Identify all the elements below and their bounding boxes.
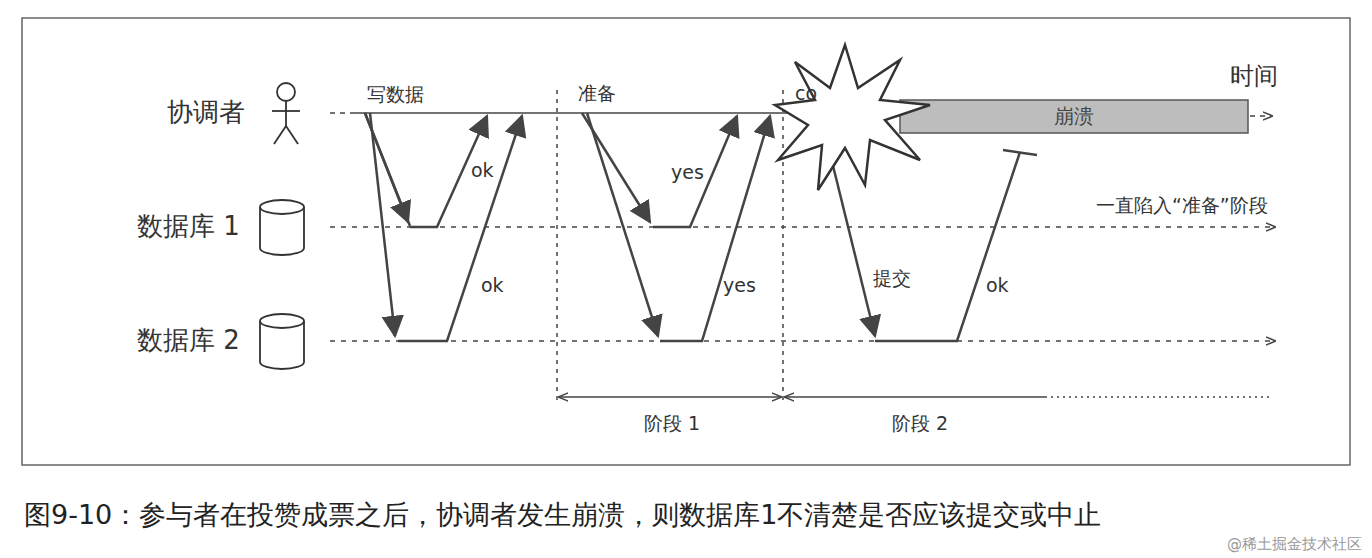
phase-label: 阶段 2 — [892, 413, 948, 434]
actor-label: 协调者 — [167, 98, 245, 128]
message-label: ok — [986, 275, 1009, 296]
message-label: yes — [723, 275, 756, 296]
database-icons — [260, 200, 304, 369]
caption: 图9-10：参与者在投赞成票之后，协调者发生崩溃，则数据库1不清楚是否应该提交或… — [24, 500, 1101, 530]
phase-brackets — [559, 396, 1270, 398]
watermark: @稀土掘金技术社区 — [1227, 536, 1362, 553]
phase-label: 阶段 1 — [644, 413, 700, 434]
node-text: 崩溃 — [1054, 105, 1094, 128]
crash-band — [900, 100, 1248, 133]
message-label: ok — [471, 160, 494, 181]
message-label: 提交 — [873, 268, 911, 289]
message-arrows — [365, 113, 1037, 341]
phase-name: 准备 — [578, 83, 616, 104]
node-text: 协调者 — [167, 98, 245, 128]
axis-label: 时间 — [1230, 63, 1278, 89]
frame — [22, 18, 1350, 465]
message-label: yes — [671, 162, 704, 183]
crash-label: 崩溃 — [1054, 105, 1094, 128]
message-label: ok — [481, 275, 504, 296]
node-text: 数据库 1 — [137, 212, 240, 242]
database-label: 数据库 1 — [137, 212, 240, 242]
actor-figure — [272, 83, 300, 144]
phase-name: 写数据 — [367, 84, 424, 105]
database-label: 数据库 2 — [137, 326, 240, 356]
node-text: 数据库 2 — [137, 326, 240, 356]
note: 一直陷入“准备”阶段 — [1096, 195, 1268, 216]
phase-name: co — [795, 83, 817, 104]
explosion — [775, 45, 930, 190]
